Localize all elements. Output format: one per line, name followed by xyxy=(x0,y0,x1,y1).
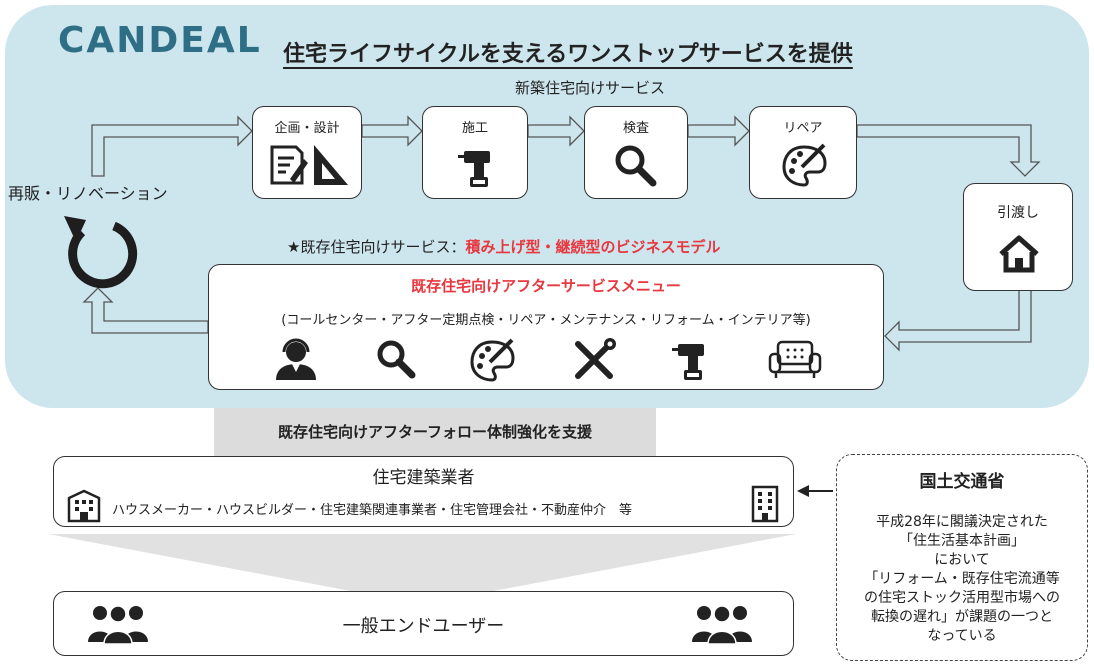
step-label: 検査 xyxy=(622,121,649,136)
magnifier-icon xyxy=(377,340,416,379)
step-label: 企画・設計 xyxy=(274,121,340,136)
arrow-inspect-to-repair xyxy=(687,115,750,147)
people-group-icon xyxy=(692,605,752,644)
after-menu-title: 既存住宅向けアフターサービスメニュー xyxy=(411,277,681,295)
blueprint-ruler-icon xyxy=(270,145,348,185)
magnifier-icon xyxy=(615,145,657,187)
builders-title: 住宅建築業者 xyxy=(372,468,475,488)
arrow-resale-to-plan xyxy=(91,115,253,177)
palette-icon xyxy=(782,143,827,187)
step-label: 施工 xyxy=(461,121,488,136)
arrow-repair-to-handover xyxy=(856,124,1041,177)
support-bar xyxy=(214,408,656,456)
tools-icon xyxy=(575,338,616,379)
mlit-title: 国土交通省 xyxy=(919,472,1005,492)
arrow-build-to-inspect xyxy=(527,115,585,147)
call-center-icon xyxy=(276,338,316,380)
builders-sub: ハウスメーカー・ハウスビルダー・住宅建築関連事業者・住宅管理会社・不動産仲介 等 xyxy=(112,503,633,518)
support-bar-text: 既存住宅向けアフターフォロー体制強化を支援 xyxy=(277,423,593,441)
palette-icon xyxy=(470,338,515,382)
tower-building-icon xyxy=(751,485,779,523)
sofa-icon xyxy=(768,340,822,378)
drill-icon xyxy=(458,151,490,187)
handover-box: 引渡し xyxy=(963,183,1073,291)
headline: 住宅ライフサイクルを支えるワンストップサービスを提供 xyxy=(283,42,853,67)
existing-service-line: ★既存住宅向けサービス：積み上げ型・継続型のビジネスモデル xyxy=(287,236,720,257)
step-box-repair: リペア xyxy=(749,106,857,199)
existing-service-prefix: ★既存住宅向けサービス： xyxy=(287,238,466,256)
step-box-inspect: 検査 xyxy=(584,106,688,199)
candeal-logo: CANDEAL xyxy=(58,20,262,61)
end-users-box xyxy=(53,591,794,656)
mlit-body: 平成28年に閣議決定された 「住生活基本計画」 において 「リフォーム・既存住宅… xyxy=(864,514,1060,644)
resale-label: 再販・リノベーション xyxy=(8,184,168,203)
funnel-shape xyxy=(48,534,796,592)
arrow-menu-to-resale xyxy=(82,287,209,334)
arrow-handover-to-menu xyxy=(884,289,1032,352)
handover-label: 引渡し xyxy=(997,205,1039,221)
arrow-plan-to-build xyxy=(361,115,423,147)
office-building-icon xyxy=(67,489,101,523)
mlit-box xyxy=(836,454,1088,661)
drill-icon xyxy=(672,344,704,380)
step-box-plan: 企画・設計 xyxy=(252,106,362,199)
people-group-icon xyxy=(88,605,148,644)
step-box-build: 施工 xyxy=(422,106,528,199)
house-icon xyxy=(999,235,1039,273)
existing-service-highlight: 積み上げ型・継続型のビジネスモデル xyxy=(465,238,721,256)
end-users-label: 一般エンドユーザー xyxy=(342,616,505,637)
new-service-label: 新築住宅向けサービス xyxy=(514,79,665,97)
after-menu-items: (コールセンター・アフター定期点検・リペア・メンテナンス・リフォーム・インテリア… xyxy=(281,313,811,328)
cycle-icon xyxy=(64,216,138,289)
step-label: リペア xyxy=(783,121,823,136)
builders-box xyxy=(53,456,794,527)
